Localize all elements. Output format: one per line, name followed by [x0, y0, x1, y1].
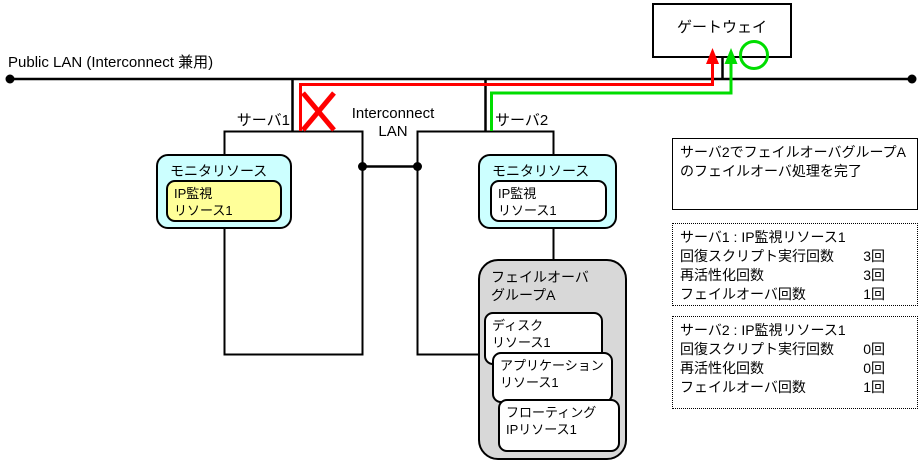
- stat-label: フェイルオーバ回数: [680, 379, 806, 395]
- server2-stats-box: サーバ2 : IP監視リソース1 回復スクリプト実行回数 0回 再活性化回数 0…: [672, 316, 918, 409]
- server1-monitor-title: モニタリソース: [170, 163, 268, 179]
- server1-stats-box: サーバ1 : IP監視リソース1 回復スクリプト実行回数 3回 再活性化回数 3…: [672, 223, 918, 306]
- stat-row: 回復スクリプト実行回数 0回: [680, 340, 909, 359]
- failover-group-a-title: フェイルオーバ グループA: [491, 269, 589, 303]
- stat-row: 回復スクリプト実行回数 3回: [680, 247, 909, 266]
- interconnect-label-line2: LAN: [378, 123, 408, 140]
- stat-value: 1回: [863, 286, 885, 302]
- server2-label: サーバ2: [495, 112, 549, 129]
- server2-monitor-title: モニタリソース: [492, 163, 590, 179]
- stat-label: フェイルオーバ回数: [680, 286, 806, 302]
- public-lan-label: Public LAN (Interconnect 兼用): [8, 54, 214, 71]
- stat-row: 再活性化回数 3回: [680, 266, 909, 285]
- stat-label: 回復スクリプト実行回数: [680, 248, 834, 264]
- stat-label: 回復スクリプト実行回数: [680, 341, 834, 357]
- server2-stats-title: サーバ2 : IP監視リソース1: [680, 322, 846, 338]
- lan-endpoint-right: [907, 74, 917, 84]
- stat-value: 0回: [863, 360, 885, 376]
- server1-stats-title: サーバ1 : IP監視リソース1: [680, 229, 846, 245]
- failover-event-text: サーバ2でフェイルオーバグループAのフェイルオーバ処理を完了: [680, 144, 907, 179]
- interconnect-endpoint-left: [358, 162, 367, 171]
- server2-ip-monitor-resource: IP監視 リソース1: [490, 180, 607, 222]
- gateway-box: ゲートウェイ: [652, 3, 792, 58]
- stat-row: フェイルオーバ回数 1回: [680, 285, 909, 304]
- failover-event-box: サーバ2でフェイルオーバグループAのフェイルオーバ処理を完了: [672, 138, 918, 210]
- application-resource: アプリケーション リソース1: [492, 352, 613, 403]
- stat-value: 1回: [863, 379, 885, 395]
- interconnect-label-line1: Interconnect: [351, 105, 435, 122]
- lan-endpoint-left: [5, 74, 15, 84]
- interconnect-lan-label: Interconnect LAN: [343, 105, 443, 141]
- gateway-label: ゲートウェイ: [676, 19, 767, 36]
- stat-value: 3回: [863, 267, 885, 283]
- floating-ip-resource: フローティング IPリソース1: [498, 399, 620, 452]
- stat-row: 再活性化回数 0回: [680, 359, 909, 378]
- stat-row: フェイルオーバ回数 1回: [680, 378, 909, 397]
- stat-value: 3回: [863, 248, 885, 264]
- stat-label: 再活性化回数: [680, 267, 764, 283]
- server1-label: サーバ1: [236, 112, 290, 129]
- server1-ip-monitor-resource: IP監視 リソース1: [166, 180, 282, 222]
- stat-value: 0回: [863, 341, 885, 357]
- stat-label: 再活性化回数: [680, 360, 764, 376]
- interconnect-endpoint-right: [413, 162, 422, 171]
